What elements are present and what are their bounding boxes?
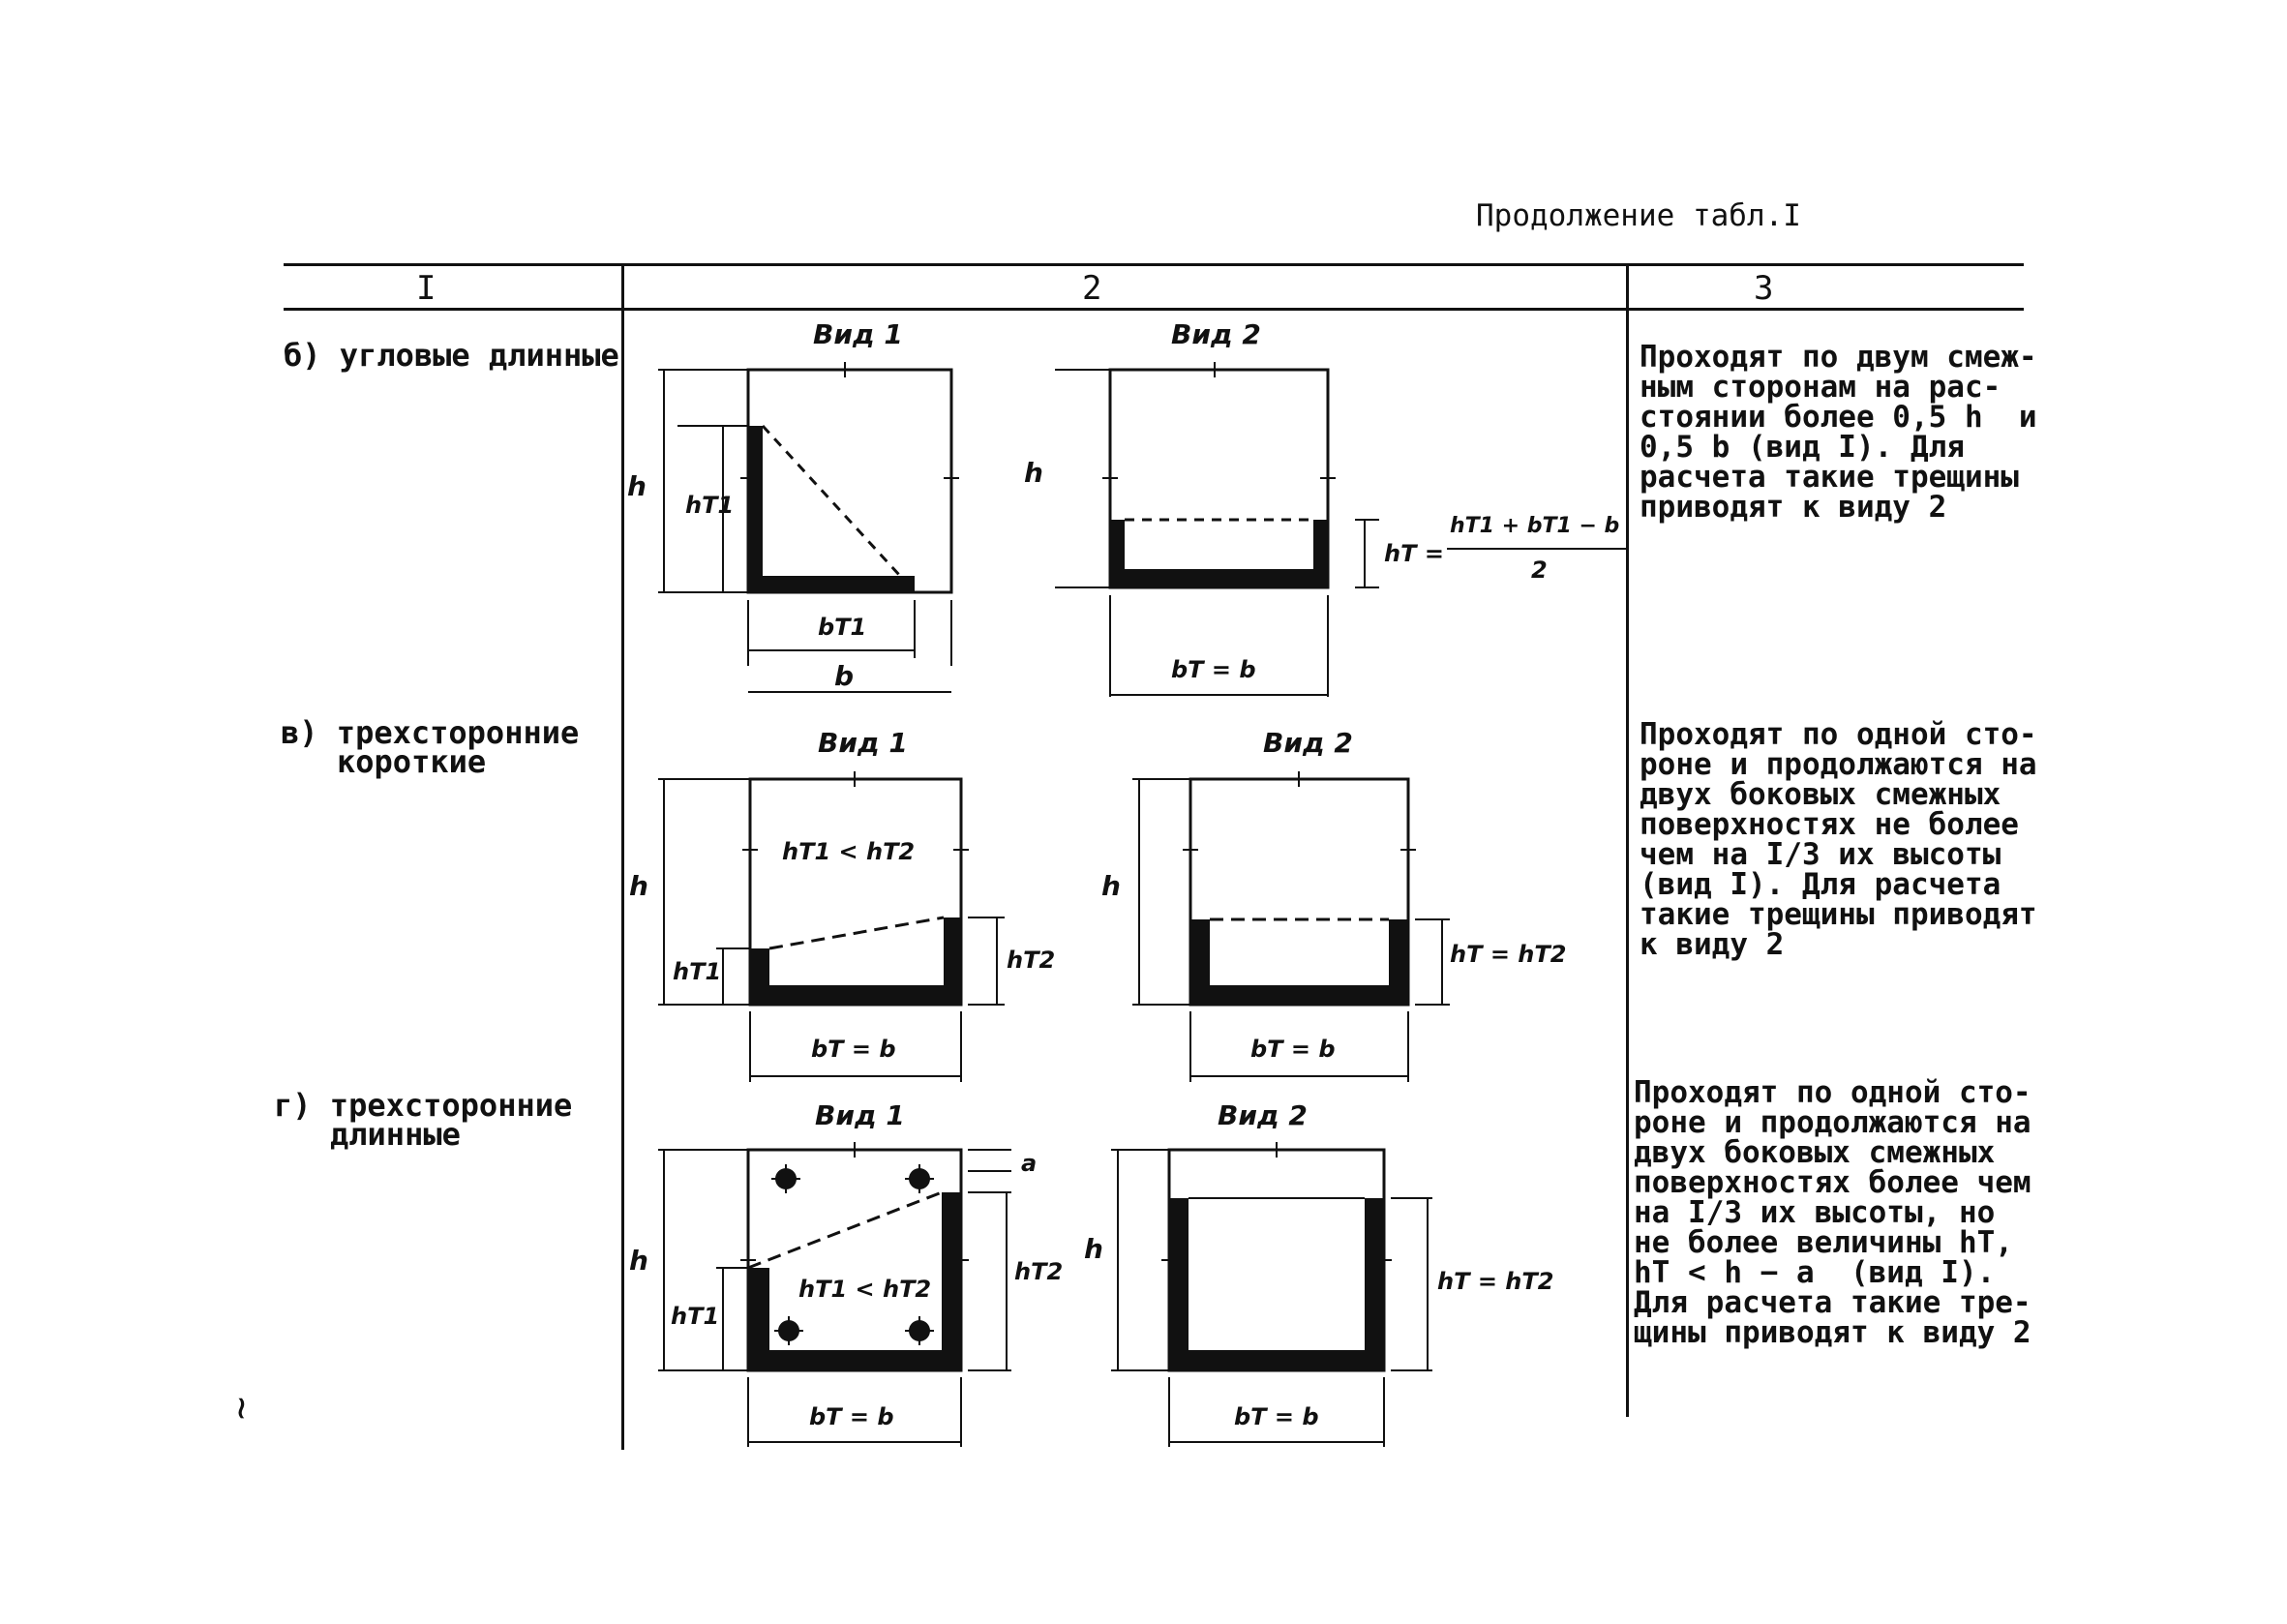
row-label-corner-long: б) угловые длинные [284,337,619,374]
row-g-v2-h: h [1084,1233,1103,1265]
table-top-rule [284,263,2024,266]
column-divider-1 [621,263,624,1450]
rebar-bottom-left [774,1316,803,1345]
row-v-v2-hT: hT = hT2 [1450,941,1566,968]
column-header-2: 2 [1082,269,1102,308]
row-g-v2-bT: bT = b [1234,1403,1319,1430]
row-g-v1-a: a [1021,1150,1037,1177]
row-b-formula-den: 2 [1531,556,1548,584]
row-label-three-sided-long: г) трехсторонние длинные [274,1087,573,1153]
row-label-three-sided-short: в) трехсторонние короткие [281,714,580,780]
description-three-sided-short: Проходят по одной сто- роне и продолжают… [1640,717,2037,962]
row-v-v1-hT2: hT2 [1007,947,1055,974]
row-g-v1-hT1: hT1 [671,1303,719,1330]
row-b-v2-bT: bT = b [1171,656,1256,683]
row-v-v1-bT: bT = b [811,1036,896,1063]
rebar-markers [771,1164,934,1345]
row-b-view-2 [1055,362,1626,697]
row-g-v1-hT2: hT2 [1014,1258,1063,1285]
row-g-v2-hT: hT = hT2 [1437,1268,1553,1295]
column-header-1: I [416,269,436,308]
row-g-view-1-title: Вид 1 [815,1099,905,1131]
row-b-view-1 [658,362,959,693]
table-caption: Продолжение табл.I [1476,198,1801,233]
description-three-sided-long: Проходят по одной сто- роне и продолжают… [1634,1075,2031,1350]
row-v-view-1-title: Вид 1 [818,727,908,759]
row-v-view-1 [658,771,1005,1082]
row-b-v1-b: b [834,660,854,692]
rebar-top-left [771,1164,800,1193]
row-v-v1-h: h [629,870,648,902]
row-b-view-2-title: Вид 2 [1171,318,1261,350]
column-header-3: 3 [1754,269,1774,308]
row-b-v1-bT1: bT1 [818,614,866,641]
row-b-formula-num: hT1 + bT1 − b [1450,514,1619,538]
description-corner-long: Проходят по двум смеж- ным сторонам на р… [1640,340,2037,525]
row-g-v1-hT1-lt-hT2: hT1 < hT2 [798,1276,931,1303]
row-g-v1-bT: bT = b [809,1403,894,1430]
row-g-view-1 [658,1142,1011,1447]
row-b-v1-h: h [627,470,647,502]
row-b-v2-h: h [1024,457,1043,489]
row-g-view-2-title: Вид 2 [1218,1099,1308,1131]
row-b-view-1-title: Вид 1 [813,318,903,350]
rebar-top-right [905,1164,934,1193]
row-g-view-2 [1111,1142,1432,1447]
row-g-v1-h: h [629,1245,648,1277]
row-v-view-2-title: Вид 2 [1263,727,1353,759]
rebar-bottom-right [905,1316,934,1345]
column-divider-2 [1626,263,1629,1417]
row-v-view-2 [1132,771,1450,1082]
row-b-v2-hT: hT = [1384,540,1444,567]
row-b-v1-hT1: hT1 [685,492,734,519]
row-v-v1-hT1: hT1 [673,958,721,985]
table-header-rule [284,308,2024,311]
row-v-v1-hT1-lt-hT2: hT1 < hT2 [782,838,915,865]
row-v-v2-bT: bT = b [1250,1036,1336,1063]
row-v-v2-h: h [1101,870,1121,902]
